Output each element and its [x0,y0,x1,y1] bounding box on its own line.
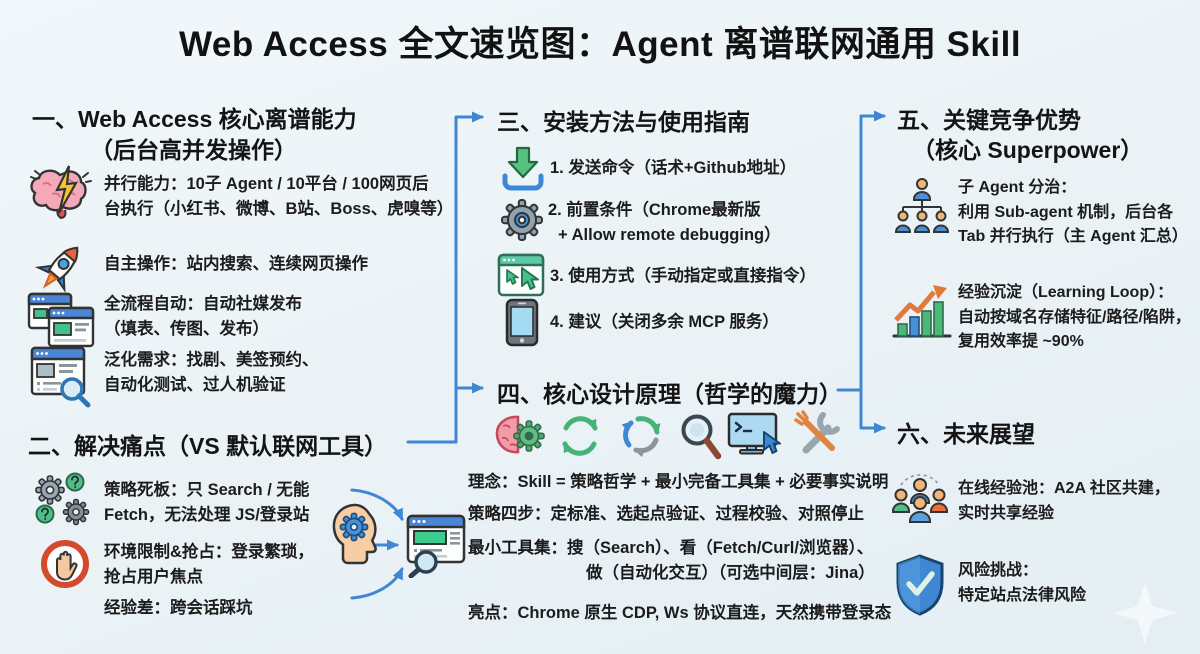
brain-gear-icon [495,415,545,454]
gears-question-icon [35,472,90,526]
minimal-toolset-text: 最小工具集：搜（Search）、看（Fetch/Curl/浏览器）、 做（自动化… [468,539,875,582]
experience-pool-text: 在线经验池：A2A 社区共建， 实时共享经验 [958,480,1170,522]
full-process-auto-text: 全流程自动：自动社媒发布 （填表、传图、发布） [104,295,302,338]
shield-check-icon [896,554,944,616]
section1-heading: 一、Web Access 核心离谱能力 [32,106,357,132]
phone-icon [505,298,539,347]
install-step1-text: 1. 发送命令（话术+Github地址） [550,159,797,177]
monitor-cursor-icon [727,412,781,455]
section1-heading-sub: （后台高并发操作） [90,137,297,163]
browser-result-icon [406,514,466,578]
page-title: Web Access 全文速览图：Agent 离谱联网通用 Skill [178,25,1022,64]
chart-up-icon [892,285,952,338]
sparkle-watermark [1112,582,1178,644]
experience-gap-text: 经验差：跨会话踩坑 [104,599,253,617]
section6-heading: 六、未来展望 [897,421,1035,447]
rocket-icon [34,246,79,293]
browser-search-icon [30,346,91,408]
environment-limit-text: 环境限制&抢占：登录繁琐， 抢占用户焦点 [104,543,314,586]
magnifier-icon [681,414,722,460]
highlight-text: 亮点：Chrome 原生 CDP, Ws 协议直连，天然携带登录态 [468,604,892,622]
strategy-steps-text: 策略四步：定标准、选起点验证、过程校验、对照停止 [468,505,864,523]
rigid-strategy-text: 策略死板：只 Search / 无能 Fetch，无法处理 JS/登录站 [104,481,310,524]
section4-heading: 四、核心设计原理（哲学的魔力） [497,381,842,407]
stop-hand-icon [41,540,89,588]
people-group-icon [892,474,948,523]
gear-icon [501,199,543,241]
install-step3-text: 3. 使用方式（手动指定或直接指令） [550,267,816,285]
generalized-needs-text: 泛化需求：找剧、美签预约、 自动化测试、过人机验证 [104,351,319,394]
section3-heading: 三、安装方法与使用指南 [497,109,750,135]
download-icon [502,146,544,191]
philosophy-text: 理念：Skill = 策略哲学 + 最小完备工具集 + 必要事实说明 [468,473,889,491]
learning-loop-text: 经验沉淀（Learning Loop）： 自动按域名存储特征/路径/陷阱， 复用… [958,284,1191,350]
parallel-capability-text: 并行能力：10子 Agent / 10平台 / 100网页后 台执行（小红书、微… [104,175,454,218]
install-step2-text: 2. 前置条件（Chrome最新版 + Allow remote debuggi… [548,201,781,244]
autonomous-operation-text: 自主操作：站内搜索、连续网页操作 [104,255,368,273]
section5-heading-sub: （核心 Superpower） [912,137,1144,163]
head-gear-icon [332,503,377,565]
tools-icon [794,410,840,454]
brain-lightning-icon [30,165,92,220]
sub-agent-text: 子 Agent 分治： 利用 Sub-agent 机制，后台各 Tab 并行执行… [958,179,1188,245]
section5-heading: 五、关键竞争优势 [897,107,1081,133]
browser-cursor-icon [497,253,545,297]
cycle-icon [621,416,661,458]
org-chart-people-icon [894,178,950,233]
install-step4-text: 4. 建议（关闭多余 MCP 服务） [550,313,779,331]
risk-challenge-text: 风险挑战： 特定站点法律风险 [958,562,1087,604]
browser-windows-icon [27,292,95,348]
refresh-icon [562,416,598,456]
section2-heading: 二、解决痛点（VS 默认联网工具） [28,433,388,459]
